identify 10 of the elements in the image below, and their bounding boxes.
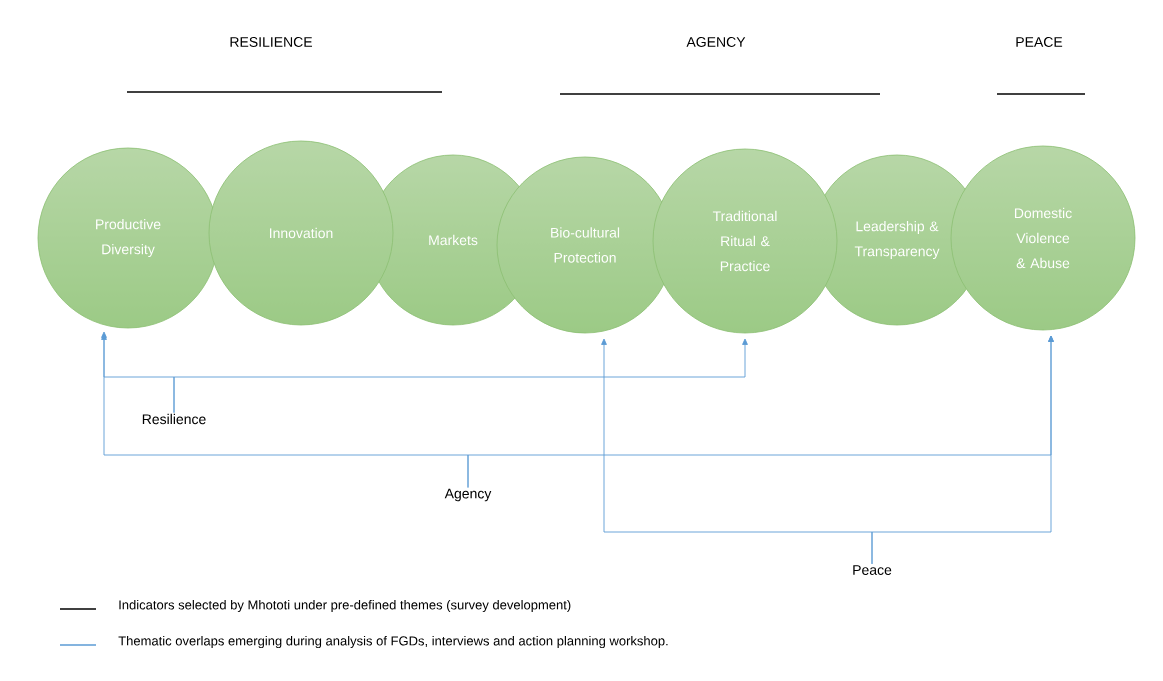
bracket-arrow: [173, 338, 748, 414]
bracket-arrow: [871, 335, 1054, 565]
legend-text: Indicators selected by Mhototi under pre-defined themes (survey development): [119, 599, 571, 613]
bracket-label: Agency: [444, 488, 492, 502]
legend-text: Thematic overlaps emerging during analysis of FGDs, interviews and action planning workshop.: [118, 635, 668, 649]
heading: PEACE: [1016, 37, 1063, 47]
bracket-label: Resilience: [142, 413, 206, 425]
heading: RESILIENCE: [230, 37, 312, 47]
heading: AGENCY: [686, 37, 746, 47]
bracket-label: Peace: [853, 565, 892, 575]
